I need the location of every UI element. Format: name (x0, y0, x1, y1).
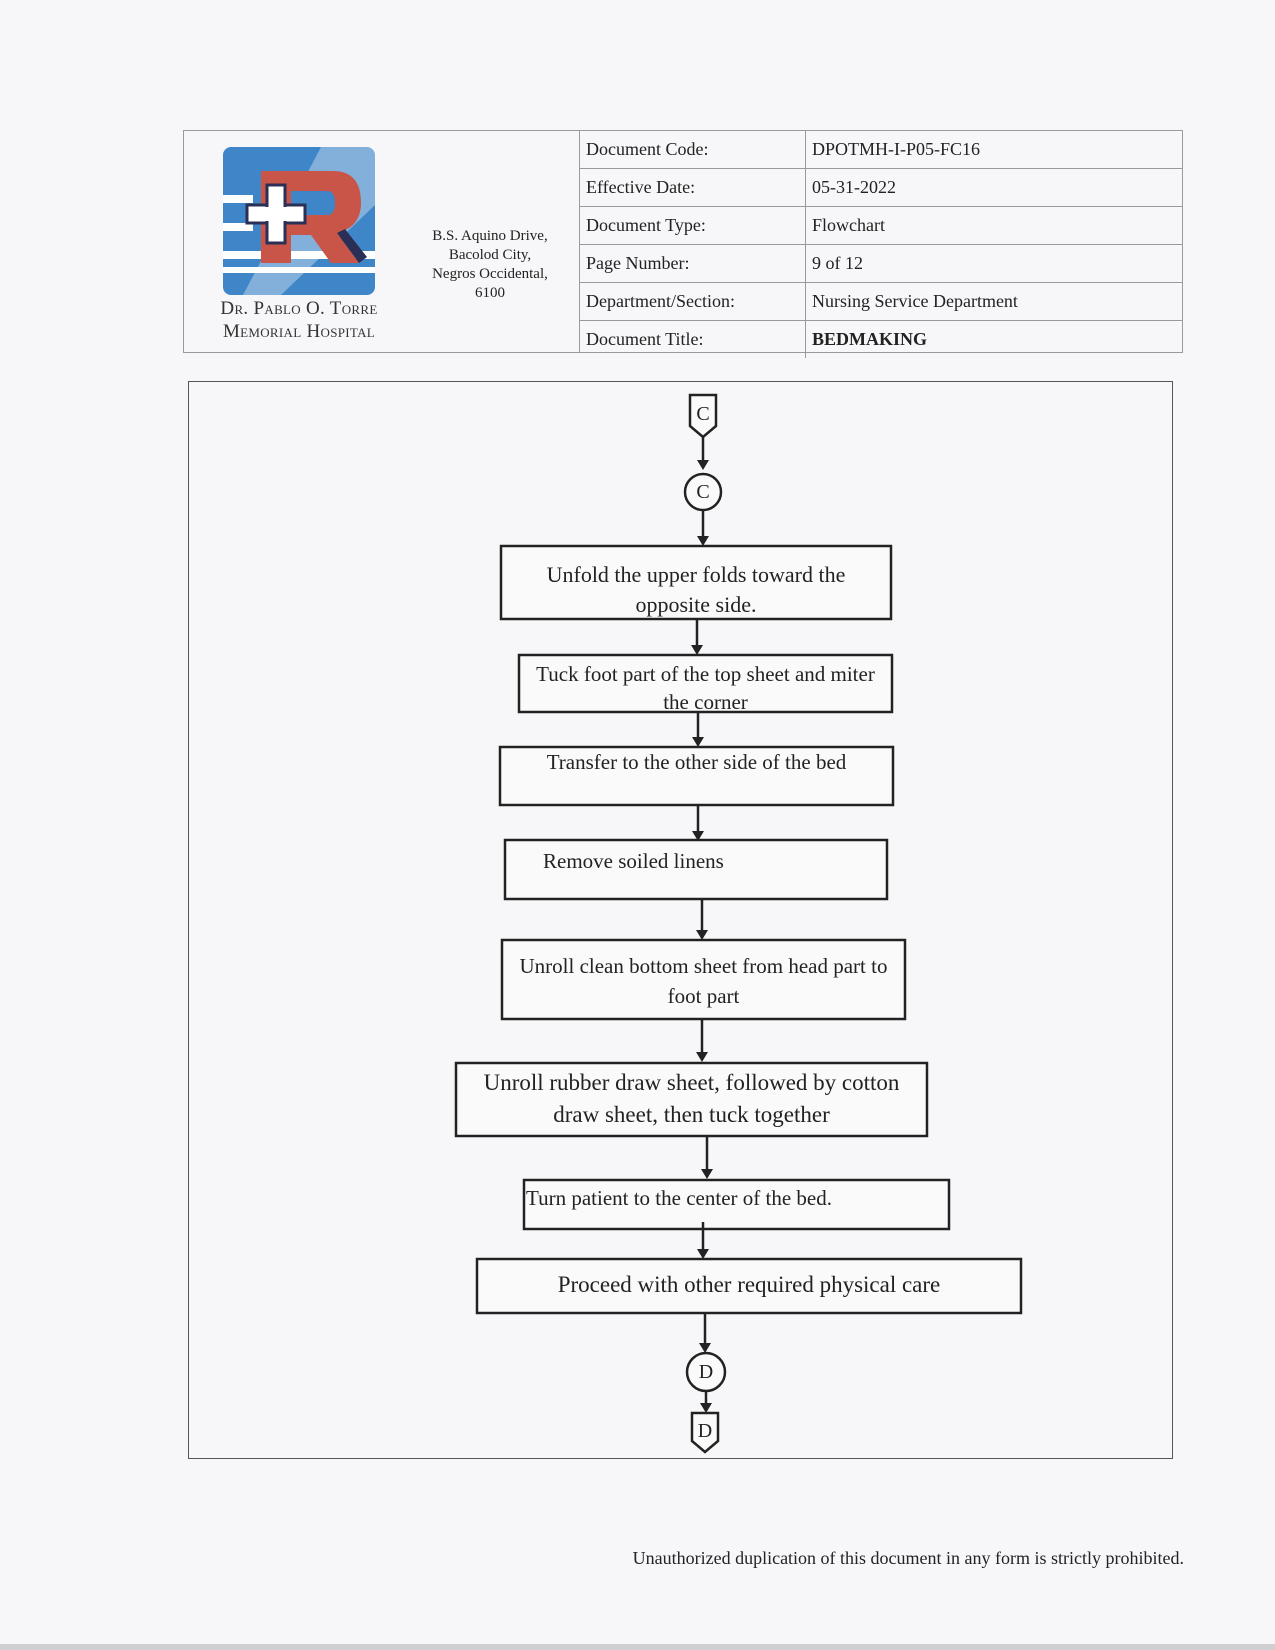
document-title-value: BEDMAKING (805, 320, 1182, 358)
arrow-head (692, 737, 704, 747)
hospital-address: B.S. Aquino Drive, Bacolod City, Negros … (410, 227, 570, 303)
arrow-head (699, 1343, 711, 1353)
arrow-head (692, 831, 704, 841)
step-text-7: Turn patient to the center of the bed. (526, 1186, 832, 1210)
document-header: Dr. Pablo O. Torre Memorial Hospital B.S… (183, 130, 1183, 358)
step-box-2 (517, 653, 894, 714)
step-text-3: Transfer to the other side of the bed (546, 750, 847, 774)
info-label: Page Number: (580, 244, 806, 283)
step-text-5: Unroll clean bottom sheet from head part… (519, 954, 888, 1008)
info-row: Department/Section: Nursing Service Depa… (580, 282, 1182, 321)
arrow-head (697, 1249, 709, 1259)
hospital-brand: Dr. Pablo O. Torre Memorial Hospital B.S… (184, 131, 580, 352)
onpage-connector-in-label: C (696, 481, 710, 503)
hospital-name: Dr. Pablo O. Torre Memorial Hospital (194, 297, 404, 343)
step-box-8 (475, 1257, 1023, 1315)
step-text-8: Proceed with other required physical car… (557, 1272, 941, 1297)
page-bottom-edge (0, 1644, 1275, 1650)
hospital-logo (223, 147, 375, 295)
step-text-2: Tuck foot part of the top sheet and mite… (536, 662, 875, 714)
info-row: Document Title: BEDMAKING (580, 320, 1182, 358)
document-info-table: Document Code: DPOTMH-I-P05-FC16 Effecti… (580, 131, 1182, 358)
info-value: Flowchart (805, 206, 1182, 245)
flowchart-frame (188, 381, 1173, 1459)
arrow-head (700, 1403, 712, 1413)
info-row: Effective Date: 05-31-2022 (580, 168, 1182, 207)
offpage-connector-in-label: C (696, 403, 710, 425)
offpage-connector-in (688, 393, 718, 439)
info-value: DPOTMH-I-P05-FC16 (805, 131, 1182, 169)
hospital-name-line-1: Dr. Pablo O. Torre (220, 298, 378, 319)
step-text-4: Remove soiled linens (543, 849, 724, 873)
offpage-connector-out (690, 1411, 720, 1454)
onpage-connector-out-label: D (698, 1361, 714, 1383)
address-line: B.S. Aquino Drive, (432, 228, 548, 244)
info-value: Nursing Service Department (805, 282, 1182, 321)
hospital-name-line-2: Memorial Hospital (222, 321, 376, 342)
step-text-1: Unfold the upper folds toward the opposi… (546, 562, 846, 617)
address-line: Bacolod City, (448, 247, 532, 263)
info-value: 9 of 12 (805, 244, 1182, 283)
step-box-4 (503, 838, 889, 901)
arrow-head (696, 930, 708, 940)
step-box-1 (499, 544, 893, 621)
arrow-head (701, 1169, 713, 1179)
address-line: 6100 (475, 285, 505, 301)
step-text-6: Unroll rubber draw sheet, followed by co… (483, 1070, 900, 1127)
info-value: 05-31-2022 (805, 168, 1182, 207)
info-label: Department/Section: (580, 282, 806, 321)
duplication-notice: Unauthorized duplication of this documen… (632, 1548, 1184, 1568)
info-row: Page Number: 9 of 12 (580, 244, 1182, 283)
step-box-3 (498, 745, 895, 807)
step-box-6 (454, 1061, 929, 1138)
info-label: Document Code: (580, 131, 806, 169)
arrow-head (697, 460, 709, 470)
info-row: Document Code: DPOTMH-I-P05-FC16 (580, 131, 1182, 169)
arrow-head (691, 645, 703, 655)
step-box-7 (522, 1178, 951, 1231)
address-line: Negros Occidental, (432, 266, 548, 282)
offpage-connector-out-label: D (697, 1420, 713, 1442)
arrow-head (696, 1052, 708, 1062)
info-label: Document Title: (580, 320, 806, 358)
arrow-head (697, 536, 709, 546)
step-box-5 (500, 938, 907, 1021)
